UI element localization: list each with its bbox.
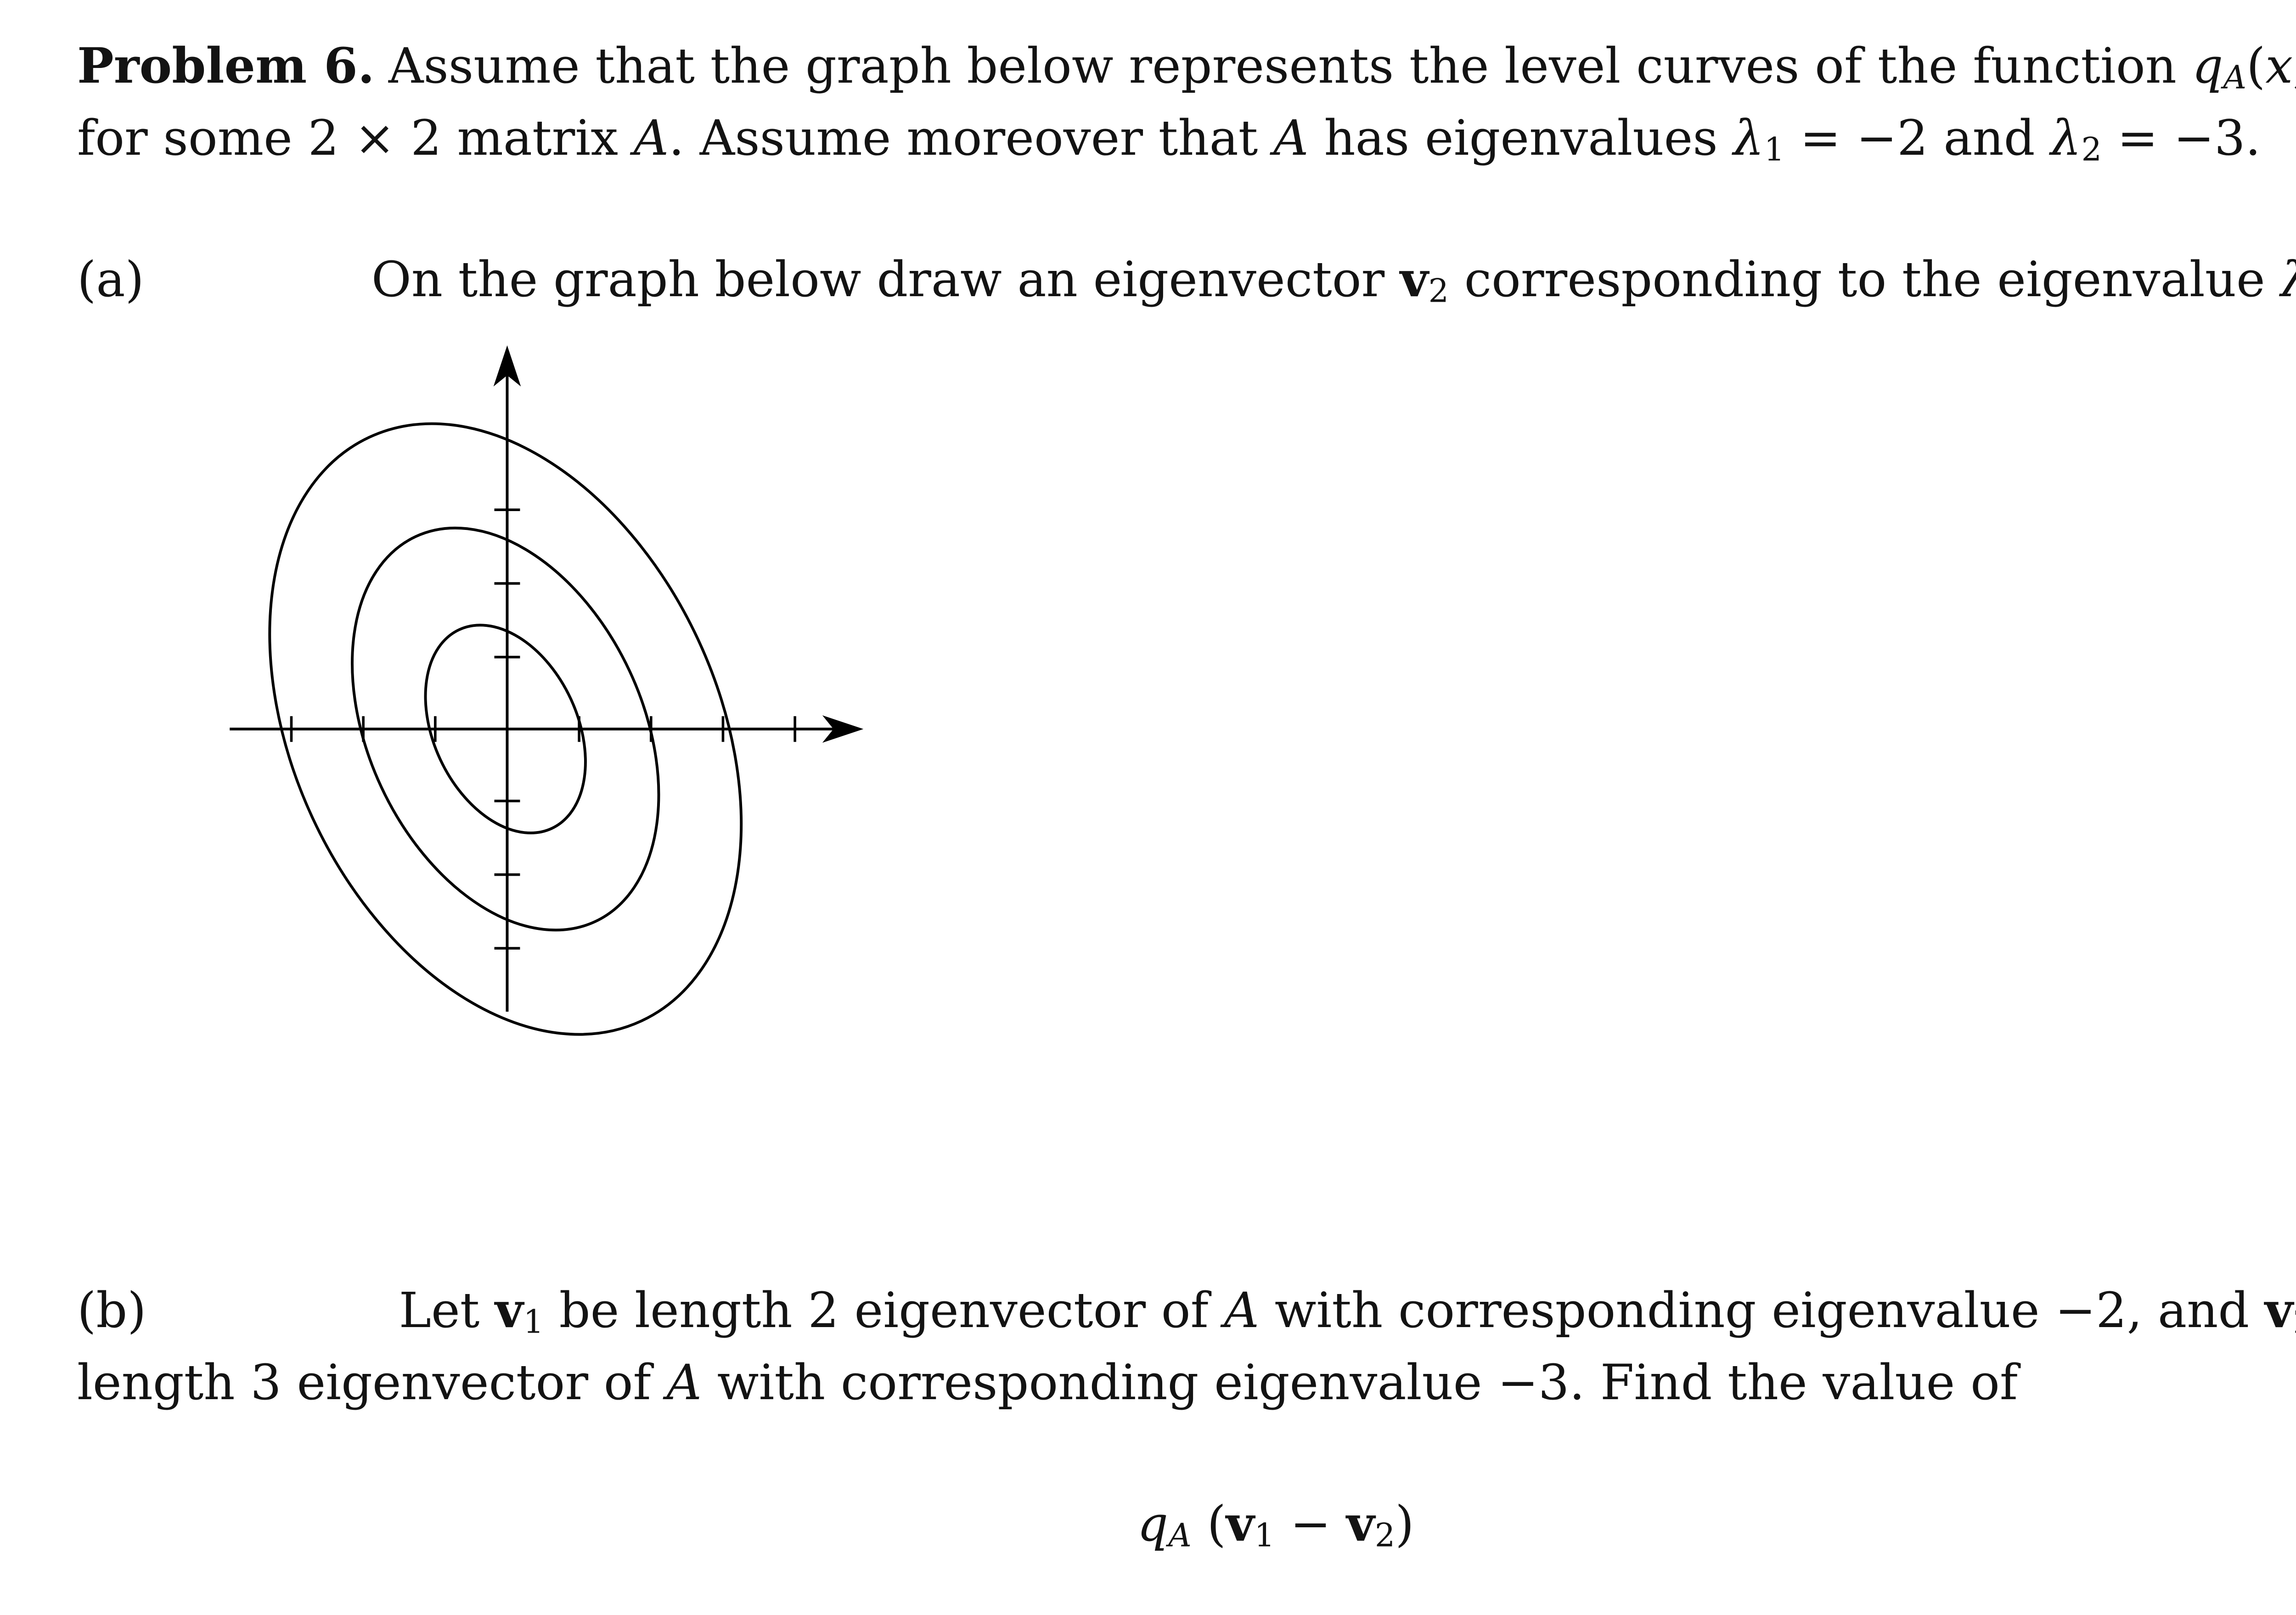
- text-run: = −3.: [2102, 110, 2261, 166]
- math-q-subscript: A: [2223, 59, 2246, 96]
- problem-line-1: Problem 6.Assume that the graph below re…: [77, 37, 2296, 96]
- part-b-label: (b): [77, 1282, 146, 1339]
- math-lambda-2-subscript: 2: [2081, 131, 2102, 169]
- math-lambda-2: λ: [2050, 110, 2082, 166]
- math-vector-v2: v: [2264, 1281, 2293, 1339]
- problem-statement: Problem 6.Assume that the graph below re…: [77, 29, 2296, 174]
- text-run: length 3 eigenvector of: [77, 1354, 667, 1411]
- level-curves-figure: [230, 345, 864, 1036]
- math-lambda-1: λ: [1733, 110, 1764, 166]
- text-run: corresponding to the eigenvalue: [1449, 251, 2281, 308]
- part-b-line-2: length 3 eigenvector of A with correspon…: [77, 1354, 2018, 1411]
- x-axis-arrowhead: [822, 715, 864, 743]
- level-curve-inner: [424, 624, 587, 834]
- math-v1-subscript: 1: [523, 1303, 544, 1341]
- math-q: q: [2192, 38, 2223, 94]
- math-vector-v1: v: [495, 1281, 523, 1339]
- math-lambda-2: λ: [2280, 251, 2296, 308]
- text-run: be length 2 eigenvector of: [544, 1282, 1224, 1339]
- math-x: x: [2265, 38, 2293, 94]
- math-v1-subscript: 1: [1254, 1517, 1275, 1554]
- text-run: with corresponding eigenvalue −3. Find t…: [702, 1354, 2018, 1411]
- text-run: for some 2 × 2 matrix: [77, 110, 634, 166]
- level-curve-outer: [268, 422, 743, 1036]
- paren-open: (: [2246, 38, 2266, 94]
- part-b-line-1: (b)Let v1 be length 2 eigenvector of A w…: [77, 1281, 2296, 1341]
- document-page: Problem 6.Assume that the graph below re…: [77, 29, 2296, 1560]
- math-v2-subscript: 2: [1374, 1517, 1396, 1554]
- text-run: Assume that the graph below represents t…: [388, 38, 2192, 94]
- math-v2-subscript: 2: [2293, 1304, 2296, 1341]
- math-vector-v1: v: [1226, 1495, 1255, 1552]
- math-vector-v2: v: [1400, 250, 1429, 308]
- comma-separator: ,: [2293, 38, 2296, 94]
- math-q: q: [1137, 1496, 1169, 1552]
- text-run: with corresponding eigenvalue −2, and: [1259, 1282, 2265, 1339]
- display-formula: qA (v1 − v2): [77, 1487, 2296, 1560]
- formula-line: qA (v1 − v2): [1137, 1495, 1414, 1554]
- text-run: On the graph below draw an eigenvector: [371, 251, 1400, 308]
- paren-close: ): [1395, 1496, 1414, 1552]
- math-q-subscript: A: [1168, 1517, 1192, 1554]
- part-a-line: (a) On the graph below draw an eigenvecto…: [77, 250, 2296, 310]
- text-run: has eigenvalues: [1308, 110, 1733, 166]
- math-lambda-1-subscript: 1: [1764, 131, 1785, 169]
- text-run: Let: [399, 1282, 495, 1339]
- part-a-label: (a): [77, 251, 144, 308]
- math-matrix-A: A: [1273, 110, 1309, 166]
- text-run: = −2 and: [1784, 110, 2051, 166]
- math-vector-v2: v: [1346, 1495, 1375, 1552]
- part-a-statement: (a) On the graph below draw an eigenvecto…: [77, 243, 2296, 315]
- minus-operator: −: [1274, 1496, 1347, 1552]
- part-b-statement: (b)Let v1 be length 2 eigenvector of A w…: [77, 1274, 2296, 1418]
- paren-open: (: [1191, 1496, 1226, 1552]
- level-curve-middle: [351, 526, 660, 932]
- math-matrix-A: A: [1224, 1282, 1260, 1339]
- problem-label: Problem 6.: [77, 37, 375, 94]
- math-matrix-A: A: [666, 1354, 702, 1411]
- problem-line-2: for some 2 × 2 matrix A. Assume moreover…: [77, 110, 2261, 166]
- text-run: . Assume moreover that: [669, 110, 1274, 166]
- y-axis-arrowhead: [493, 345, 521, 387]
- math-v2-subscript: 2: [1428, 272, 1449, 310]
- math-matrix-A: A: [633, 110, 669, 166]
